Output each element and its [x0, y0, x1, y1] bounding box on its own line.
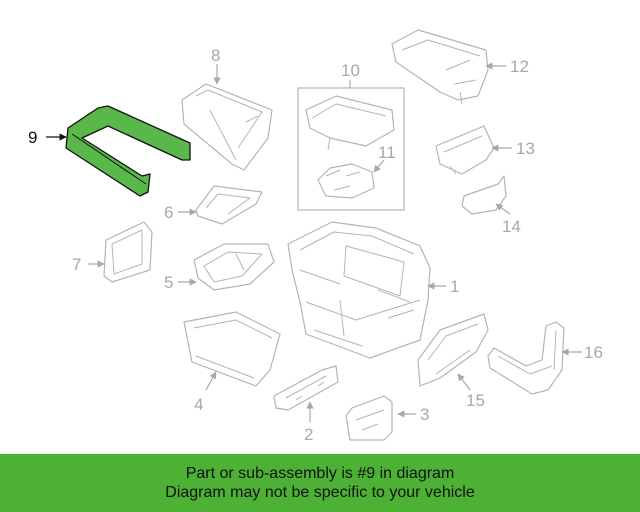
callout-label-8: 8 — [211, 46, 220, 65]
callout-label-16: 16 — [584, 343, 603, 362]
callout-8: 8 — [211, 46, 221, 85]
callout-7: 7 — [72, 255, 105, 274]
part-8[interactable] — [181, 83, 273, 171]
part-16[interactable] — [487, 321, 565, 395]
callout-5: 5 — [164, 273, 197, 292]
callout-label-6: 6 — [164, 203, 173, 222]
callout-label-4: 4 — [194, 395, 203, 414]
part-7[interactable] — [103, 221, 153, 283]
part-1[interactable] — [287, 221, 431, 359]
part-6[interactable] — [195, 185, 263, 225]
part-10-assembly-box[interactable] — [297, 87, 405, 211]
callout-15: 15 — [457, 373, 485, 410]
part-4[interactable] — [183, 311, 281, 387]
part-5[interactable] — [193, 243, 275, 291]
callout-label-13: 13 — [516, 139, 535, 158]
callout-1: 1 — [427, 277, 459, 296]
callout-4: 4 — [194, 371, 217, 414]
callout-11: 11 — [373, 143, 396, 173]
parts-diagram: 9 8 10 11 12 13 — [28, 29, 603, 444]
callout-label-10: 10 — [341, 61, 360, 80]
callout-14: 14 — [495, 203, 521, 236]
part-13[interactable] — [435, 125, 495, 175]
callout-label-2: 2 — [304, 425, 313, 444]
part-3[interactable] — [345, 395, 393, 441]
callout-label-1: 1 — [450, 277, 459, 296]
callout-13: 13 — [491, 139, 535, 158]
callout-label-12: 12 — [510, 57, 529, 76]
callout-6: 6 — [164, 203, 197, 222]
part-15[interactable] — [417, 313, 489, 387]
callout-9: 9 — [28, 128, 67, 147]
callout-label-14: 14 — [502, 217, 521, 236]
callout-label-3: 3 — [420, 405, 429, 424]
callout-label-11: 11 — [378, 143, 396, 162]
part-9-highlighted[interactable] — [65, 105, 191, 197]
part-2[interactable] — [273, 365, 339, 411]
callout-16: 16 — [561, 343, 603, 362]
callout-label-9: 9 — [28, 128, 37, 147]
callout-2: 2 — [304, 401, 314, 444]
callout-label-5: 5 — [164, 273, 173, 292]
callout-12: 12 — [485, 57, 529, 76]
part-12[interactable] — [391, 29, 489, 105]
callout-3: 3 — [397, 405, 429, 424]
info-banner: Part or sub-assembly is #9 in diagram Di… — [0, 454, 640, 512]
callout-10: 10 — [341, 61, 360, 88]
part-14[interactable] — [461, 175, 507, 215]
banner-line-1: Part or sub-assembly is #9 in diagram — [185, 465, 455, 482]
callout-label-7: 7 — [72, 255, 81, 274]
callout-label-15: 15 — [466, 391, 485, 410]
banner-line-2: Diagram may not be specific to your vehi… — [165, 484, 475, 501]
